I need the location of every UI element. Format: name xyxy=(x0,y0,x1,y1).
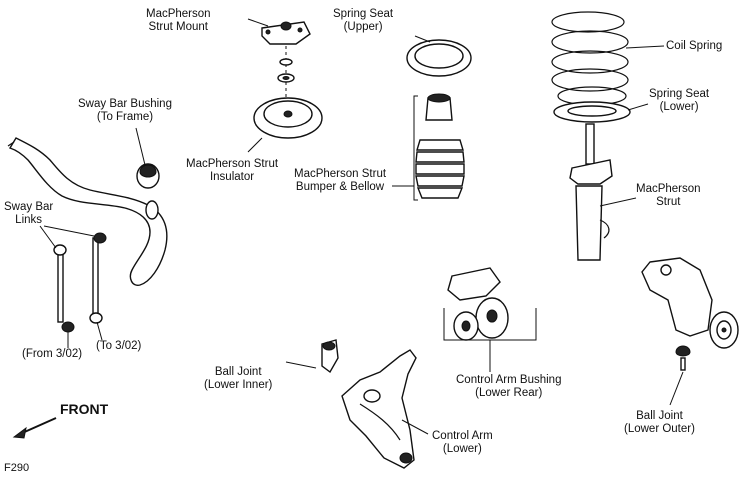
label-control-arm: Control Arm(Lower) xyxy=(432,430,493,455)
label-ball-joint-inner: Ball Joint(Lower Inner) xyxy=(204,366,273,391)
figure-code: F290 xyxy=(4,462,30,474)
spring-seat-upper xyxy=(406,35,472,77)
strut-mount xyxy=(247,18,311,106)
sway-bar-bushing xyxy=(135,127,160,189)
ball-joint-outer xyxy=(669,345,691,406)
label-ball-joint-outer: Ball Joint(Lower Outer) xyxy=(624,410,695,435)
label-sway-bar-bushing: Sway Bar Bushing(To Frame) xyxy=(78,98,172,123)
macpherson-strut xyxy=(569,123,637,261)
coil-spring xyxy=(551,11,665,106)
front-label: FRONT xyxy=(60,401,109,417)
label-spring-seat-lower: Spring Seat(Lower) xyxy=(649,88,710,113)
ball-joint-inner xyxy=(285,339,339,374)
sway-bar xyxy=(7,137,168,286)
front-arrow xyxy=(12,417,57,439)
label-control-arm-bushing: Control Arm Bushing(Lower Rear) xyxy=(456,374,562,399)
control-arm-bushing xyxy=(443,267,537,372)
strut-insulator xyxy=(247,97,323,153)
sway-bar-links xyxy=(39,225,107,348)
label-from-302: (From 3/02) xyxy=(22,348,83,360)
label-to-302: (To 3/02) xyxy=(96,340,142,352)
strut-bumper-bellow xyxy=(392,93,465,201)
label-coil-spring: Coil Spring xyxy=(666,40,723,52)
steering-knuckle xyxy=(641,257,739,349)
label-spring-seat-upper: Spring Seat(Upper) xyxy=(333,8,394,33)
control-arm-lower xyxy=(341,349,429,469)
spring-seat-lower xyxy=(553,101,649,123)
